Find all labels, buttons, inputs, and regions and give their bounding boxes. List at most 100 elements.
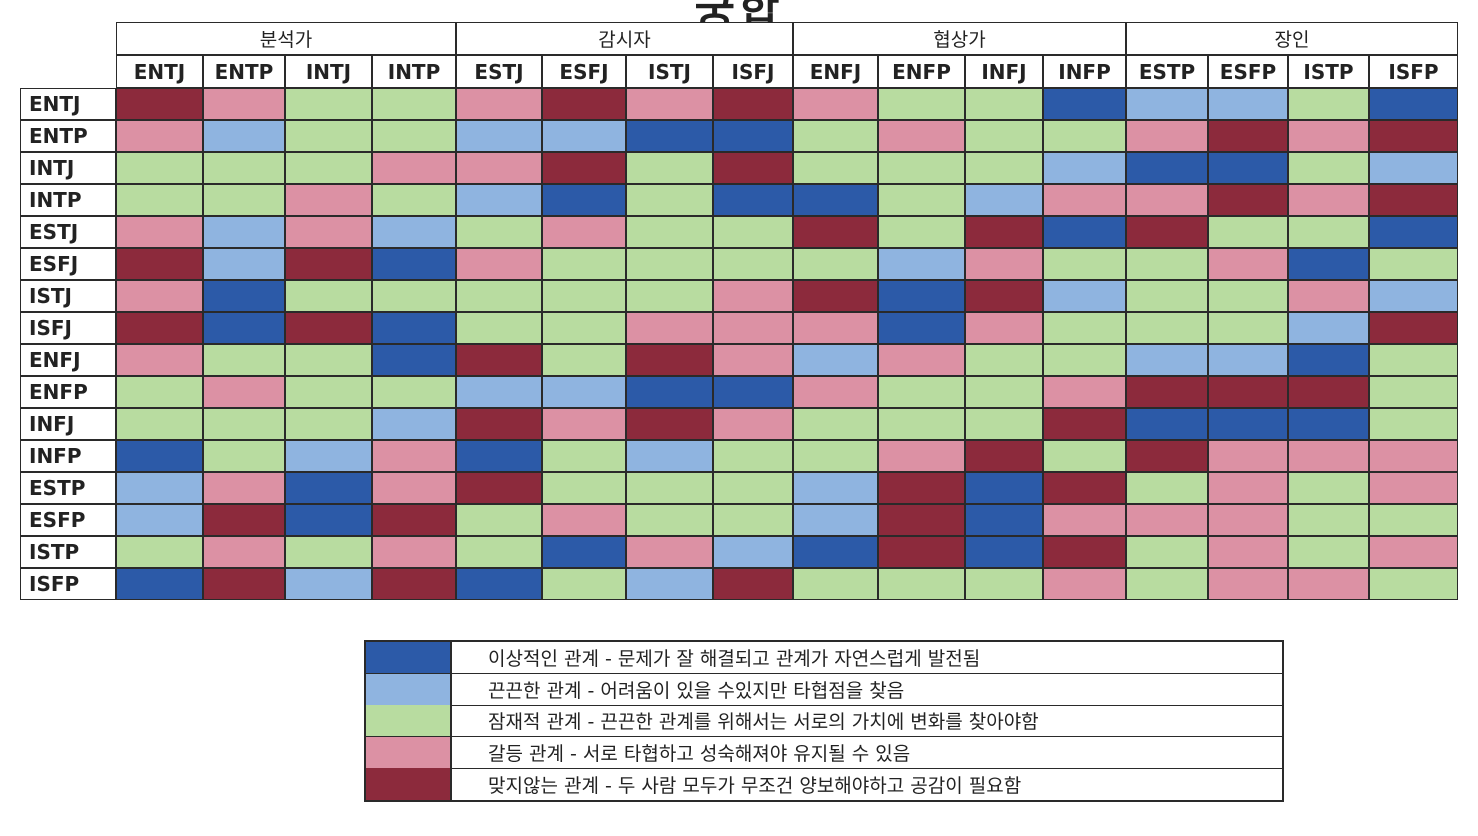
matrix-cell xyxy=(116,216,203,248)
matrix-cell xyxy=(1288,152,1369,184)
matrix-cell xyxy=(1208,280,1288,312)
matrix-cell xyxy=(1208,216,1288,248)
matrix-cell xyxy=(116,120,203,152)
matrix-cell xyxy=(542,536,626,568)
matrix-cell xyxy=(1288,568,1369,600)
matrix-cell xyxy=(1043,120,1126,152)
matrix-cell xyxy=(1126,568,1208,600)
matrix-cell xyxy=(793,152,878,184)
matrix-cell xyxy=(626,152,713,184)
matrix-cell xyxy=(372,88,456,120)
matrix-cell xyxy=(713,440,793,472)
matrix-cell xyxy=(878,312,965,344)
matrix-cell xyxy=(116,152,203,184)
matrix-cell xyxy=(372,120,456,152)
matrix-cell xyxy=(626,344,713,376)
matrix-cell xyxy=(1288,120,1369,152)
matrix-cell xyxy=(203,472,285,504)
matrix-cell xyxy=(1208,344,1288,376)
matrix-cell xyxy=(793,472,878,504)
matrix-cell xyxy=(713,376,793,408)
matrix-cell xyxy=(372,568,456,600)
row-header: ENFJ xyxy=(20,344,116,376)
matrix-cell xyxy=(1126,152,1208,184)
matrix-cell xyxy=(203,376,285,408)
matrix-cell xyxy=(1126,344,1208,376)
matrix-cell xyxy=(965,536,1043,568)
matrix-cell xyxy=(203,504,285,536)
matrix-cell xyxy=(1126,312,1208,344)
matrix-cell xyxy=(1043,536,1126,568)
matrix-cell xyxy=(1369,376,1458,408)
matrix-cell xyxy=(1126,536,1208,568)
matrix-cell xyxy=(542,152,626,184)
row-header: INFP xyxy=(20,440,116,472)
matrix-cell xyxy=(1043,504,1126,536)
row-header: INTJ xyxy=(20,152,116,184)
group-header: 협상가 xyxy=(793,22,1126,55)
matrix-cell xyxy=(1126,280,1208,312)
matrix-cell xyxy=(626,504,713,536)
matrix-cell xyxy=(1126,376,1208,408)
matrix-cell xyxy=(626,216,713,248)
legend-label: 맞지않는 관계 - 두 사람 모두가 무조건 양보해야하고 공감이 필요함 xyxy=(488,774,1022,797)
matrix-cell xyxy=(713,120,793,152)
matrix-cell xyxy=(203,248,285,280)
matrix-cell xyxy=(878,408,965,440)
matrix-cell xyxy=(456,184,542,216)
matrix-cell xyxy=(203,536,285,568)
matrix-cell xyxy=(1208,120,1288,152)
column-header: INFP xyxy=(1043,55,1126,88)
legend-swatch xyxy=(366,642,452,673)
matrix-cell xyxy=(372,312,456,344)
matrix-cell xyxy=(793,440,878,472)
matrix-cell xyxy=(456,376,542,408)
legend-item: 잠재적 관계 - 끈끈한 관계를 위해서는 서로의 가치에 변화를 찾아야함 xyxy=(366,705,1282,738)
matrix-cell xyxy=(116,376,203,408)
matrix-cell xyxy=(1043,88,1126,120)
matrix-cell xyxy=(713,248,793,280)
matrix-cell xyxy=(285,344,372,376)
matrix-cell xyxy=(372,280,456,312)
matrix-cell xyxy=(542,248,626,280)
matrix-cell xyxy=(372,536,456,568)
matrix-cell xyxy=(456,120,542,152)
matrix-cell xyxy=(203,280,285,312)
matrix-cell xyxy=(116,472,203,504)
matrix-cell xyxy=(1369,280,1458,312)
legend-swatch xyxy=(366,736,452,768)
matrix-cell xyxy=(626,88,713,120)
matrix-cell xyxy=(1208,376,1288,408)
legend-label: 잠재적 관계 - 끈끈한 관계를 위해서는 서로의 가치에 변화를 찾아야함 xyxy=(488,711,1039,734)
column-header: ISFJ xyxy=(713,55,793,88)
matrix-cell xyxy=(878,472,965,504)
matrix-cell xyxy=(542,184,626,216)
matrix-cell xyxy=(713,568,793,600)
matrix-cell xyxy=(713,536,793,568)
matrix-cell xyxy=(626,120,713,152)
matrix-cell xyxy=(626,312,713,344)
matrix-cell xyxy=(456,216,542,248)
matrix-cell xyxy=(203,440,285,472)
matrix-cell xyxy=(203,152,285,184)
legend-swatch xyxy=(366,705,452,737)
matrix-cell xyxy=(285,216,372,248)
matrix-cell xyxy=(793,568,878,600)
matrix-cell xyxy=(878,536,965,568)
matrix-cell xyxy=(1126,408,1208,440)
matrix-cell xyxy=(456,472,542,504)
matrix-cell xyxy=(713,408,793,440)
matrix-cell xyxy=(1369,312,1458,344)
matrix-cell xyxy=(285,504,372,536)
matrix-cell xyxy=(1369,184,1458,216)
matrix-cell xyxy=(456,88,542,120)
matrix-cell xyxy=(793,344,878,376)
matrix-cell xyxy=(878,504,965,536)
matrix-cell xyxy=(1208,472,1288,504)
matrix-cell xyxy=(793,504,878,536)
matrix-cell xyxy=(116,312,203,344)
matrix-cell xyxy=(285,568,372,600)
matrix-cell xyxy=(878,88,965,120)
legend-swatch xyxy=(366,768,452,801)
matrix-cell xyxy=(285,152,372,184)
